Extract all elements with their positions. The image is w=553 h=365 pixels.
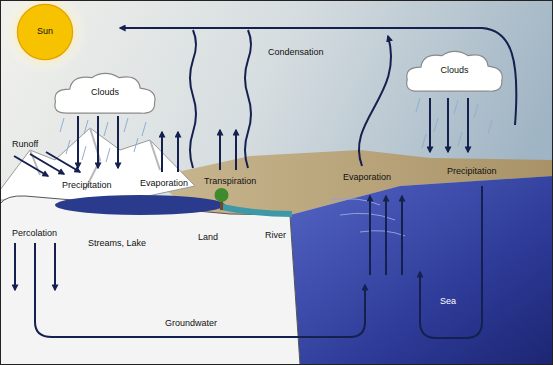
process-label: Condensation	[268, 47, 324, 57]
sun-glow	[3, 0, 87, 74]
lake	[55, 195, 225, 215]
process-label: Streams, Lake	[88, 238, 146, 248]
process-label: River	[265, 230, 286, 240]
cloud-outline	[407, 51, 503, 91]
process-label: Sea	[440, 296, 456, 306]
node-texts: Sun	[37, 27, 53, 37]
cloud-outline	[55, 73, 155, 113]
process-label: Land	[198, 232, 218, 242]
process-label: Percolation	[12, 228, 57, 238]
arrows	[14, 28, 516, 338]
process-label: Evaporation	[343, 172, 391, 182]
sun-disc	[17, 4, 72, 59]
sun-node: Sun	[15, 2, 75, 62]
evaporation-wave	[190, 30, 196, 168]
cloud-node: Clouds	[402, 47, 507, 95]
ground	[0, 196, 300, 365]
evaporation-curve	[359, 36, 391, 166]
tree-crown	[215, 188, 229, 202]
sea-loop-arrow	[420, 186, 482, 338]
groundwater-arrow	[35, 243, 365, 337]
process-label: Precipitation	[62, 180, 112, 190]
node-label: Clouds	[91, 88, 119, 98]
node-label: Sun	[37, 27, 53, 37]
process-label: Precipitation	[447, 166, 497, 176]
process-label: Runoff	[12, 139, 38, 149]
node-label: Clouds	[440, 66, 468, 76]
node-texts: Clouds	[91, 88, 119, 98]
river	[222, 207, 292, 214]
node-texts: Clouds	[440, 66, 468, 76]
cloud-node: Clouds	[50, 69, 160, 117]
transpiration-wave	[245, 30, 251, 168]
process-label: Transpiration	[204, 176, 256, 186]
process-label: Evaporation	[140, 178, 188, 188]
waves	[330, 199, 405, 236]
condensation-arrow	[120, 28, 516, 125]
process-label: Groundwater	[165, 318, 217, 328]
